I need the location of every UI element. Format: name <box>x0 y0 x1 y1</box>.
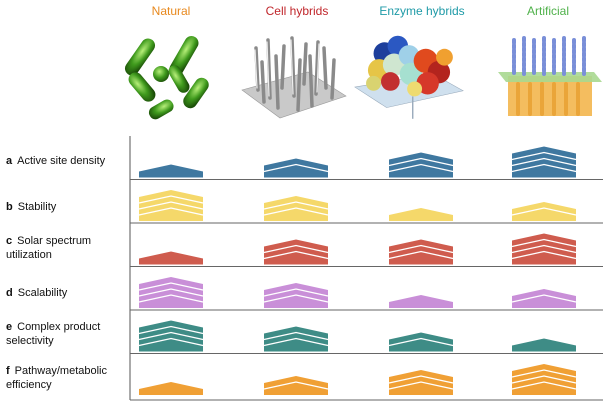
level-chevron-line <box>388 381 454 390</box>
level-shape <box>512 146 576 178</box>
level-chevron-line <box>388 157 454 167</box>
artificial-electrode-illustration <box>498 36 602 116</box>
level-shape <box>264 158 328 178</box>
natural-bacteria-illustration <box>124 36 209 120</box>
column-header-cell-hybrids: Cell hybrids <box>265 4 329 18</box>
column-header-artificial: Artificial <box>526 4 569 18</box>
level-indicator-a-1 <box>139 164 203 178</box>
level-chevron-line <box>511 151 577 161</box>
level-shape <box>139 320 203 352</box>
column-header-enzyme-hybrids: Enzyme hybrids <box>379 4 465 18</box>
level-shape <box>389 332 453 352</box>
level-chevron-line <box>263 288 329 297</box>
column-header-natural: Natural <box>151 4 191 18</box>
level-indicator-e-4 <box>512 338 576 352</box>
level-shape <box>139 190 203 221</box>
level-chevron-line <box>138 288 204 297</box>
level-chevron-line <box>388 375 454 384</box>
level-chevron-line <box>138 294 204 303</box>
level-indicator-f-4 <box>511 364 577 395</box>
level-shape <box>512 289 576 308</box>
level-chevron-line <box>263 207 329 216</box>
level-chevron-line <box>511 207 577 216</box>
level-chevron-line <box>263 244 329 254</box>
level-chevron-line <box>511 375 577 384</box>
level-chevron-line <box>511 244 577 254</box>
level-indicator-d-2 <box>263 283 329 308</box>
level-chevron-line <box>138 282 204 291</box>
level-shape <box>512 202 576 221</box>
level-chevron-line <box>263 294 329 303</box>
level-shape <box>512 364 576 395</box>
level-shape <box>139 382 203 395</box>
level-chevron-line <box>511 381 577 390</box>
level-shape <box>139 251 203 265</box>
level-chevron-line <box>511 294 577 303</box>
level-shape <box>264 376 328 395</box>
level-indicator-d-1 <box>138 277 204 308</box>
level-indicator-e-2 <box>263 326 329 352</box>
level-indicator-a-4 <box>511 146 577 178</box>
enzyme-hybrids-protein-illustration <box>354 35 464 119</box>
level-indicator-e-3 <box>388 332 454 352</box>
level-indicator-f-2 <box>263 376 329 395</box>
level-indicator-b-4 <box>511 202 577 221</box>
level-chevron-line <box>138 195 204 204</box>
level-indicator-c-3 <box>388 239 454 265</box>
level-indicator-d-4 <box>511 289 577 308</box>
level-indicator-f-3 <box>388 370 454 395</box>
level-chevron-line <box>138 331 204 341</box>
level-shape <box>139 277 203 308</box>
level-chevron-line <box>388 337 454 347</box>
level-chevron-line <box>511 250 577 260</box>
level-indicator-d-3 <box>389 295 453 308</box>
level-chevron-line <box>388 250 454 260</box>
level-chevron-line <box>138 201 204 210</box>
level-indicator-b-3 <box>389 208 453 221</box>
level-chevron-line <box>138 337 204 347</box>
level-chevron-line <box>511 238 577 248</box>
level-chevron-line <box>263 250 329 260</box>
level-chevron-line <box>388 244 454 254</box>
level-indicator-e-1 <box>138 320 204 352</box>
level-indicator-c-4 <box>511 233 577 265</box>
level-indicator-b-2 <box>263 196 329 221</box>
level-chevron-line <box>263 201 329 210</box>
level-chevron-line <box>388 163 454 173</box>
level-indicator-c-2 <box>263 239 329 265</box>
level-shape <box>512 233 576 265</box>
level-chevron-line <box>511 163 577 173</box>
level-indicator-f-1 <box>139 382 203 395</box>
level-chevron-line <box>263 381 329 390</box>
level-indicator-a-2 <box>263 158 329 178</box>
level-indicator-c-1 <box>139 251 203 265</box>
level-indicator-b-1 <box>138 190 204 221</box>
level-chevron-line <box>263 331 329 341</box>
level-chevron-line <box>511 157 577 167</box>
level-chevron-line <box>511 369 577 378</box>
level-chevron-line <box>138 325 204 335</box>
level-chevron-line <box>263 337 329 347</box>
level-chevron-line <box>138 207 204 216</box>
cell-hybrids-nanowire-illustration <box>241 36 347 119</box>
level-shape <box>389 208 453 221</box>
level-shape <box>512 338 576 352</box>
level-shape <box>139 164 203 178</box>
level-shape <box>389 295 453 308</box>
level-chevron-line <box>263 163 329 173</box>
level-indicator-a-3 <box>388 152 454 178</box>
